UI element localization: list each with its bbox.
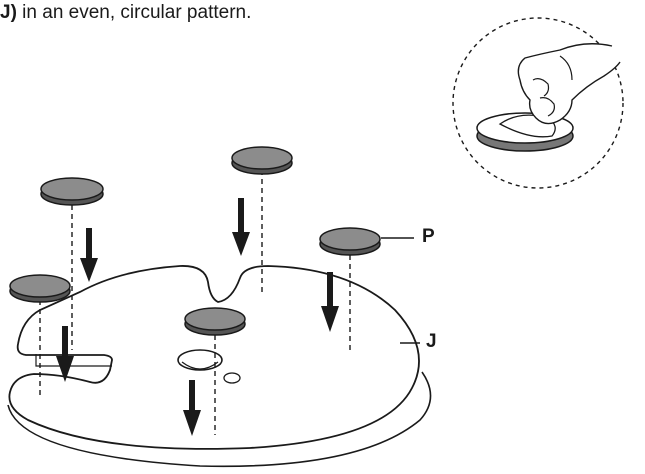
pads xyxy=(9,146,381,336)
arrow-3 xyxy=(232,198,250,256)
inset-finger-2 xyxy=(539,97,555,117)
arrow-4 xyxy=(321,272,339,332)
base-plate xyxy=(7,265,432,468)
instruction-caption: J) in an even, circular pattern. xyxy=(0,2,251,24)
inset-hand xyxy=(517,43,621,125)
pad-3 xyxy=(231,146,293,175)
pad-5 xyxy=(184,307,246,336)
guide-lines xyxy=(39,170,351,435)
plate-small-hole xyxy=(223,372,241,384)
label-p: P xyxy=(422,226,435,247)
caption-bold-part: J) xyxy=(0,2,17,23)
inset-detail xyxy=(452,17,624,189)
pad-1 xyxy=(40,177,104,206)
plate-slot-inner xyxy=(35,354,112,367)
inset-knuckle xyxy=(559,55,573,81)
arrow-2 xyxy=(56,326,74,382)
pad-2 xyxy=(9,274,71,303)
caption-text: in an even, circular pattern. xyxy=(16,2,252,23)
pad-4 xyxy=(319,227,381,256)
inset-finger-1 xyxy=(532,78,550,97)
arrow-1 xyxy=(80,228,98,282)
inset-dashed-circle xyxy=(452,17,624,189)
label-j: J xyxy=(426,331,437,352)
arrows xyxy=(56,198,339,436)
plate-center-hole xyxy=(177,349,223,371)
arrow-5 xyxy=(183,380,201,436)
